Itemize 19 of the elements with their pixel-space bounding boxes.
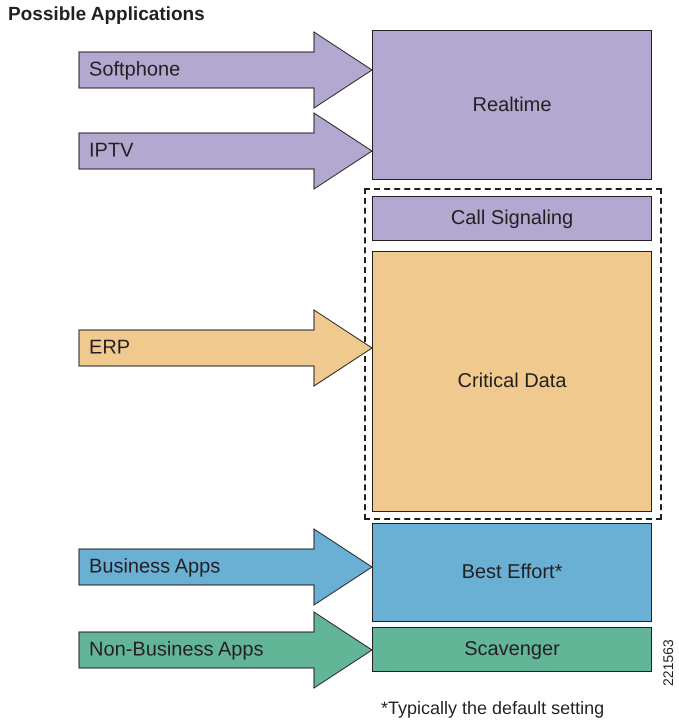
title: Possible Applications <box>8 4 205 26</box>
footnote: *Typically the default setting <box>381 698 604 719</box>
class-box: Scavenger <box>372 627 652 672</box>
class-box: Best Effort* <box>372 523 652 622</box>
block-arrow <box>78 611 373 689</box>
edge-label: Softphone <box>89 58 180 82</box>
edge-label: Business Apps <box>89 556 220 578</box>
class-box: Realtime <box>372 30 652 180</box>
figure-number: 221563 <box>660 642 676 686</box>
edge-label: IPTV <box>89 140 134 162</box>
dashed-group-border <box>364 188 662 520</box>
edge-label: ERP <box>89 336 130 360</box>
class-box: Call Signaling <box>372 196 652 241</box>
block-arrow <box>78 528 373 606</box>
block-arrow <box>78 309 373 387</box>
block-arrow <box>78 31 373 109</box>
class-box: Critical Data <box>372 251 652 512</box>
edge-label: Non-Business Apps <box>89 638 264 662</box>
block-arrow <box>78 112 373 190</box>
